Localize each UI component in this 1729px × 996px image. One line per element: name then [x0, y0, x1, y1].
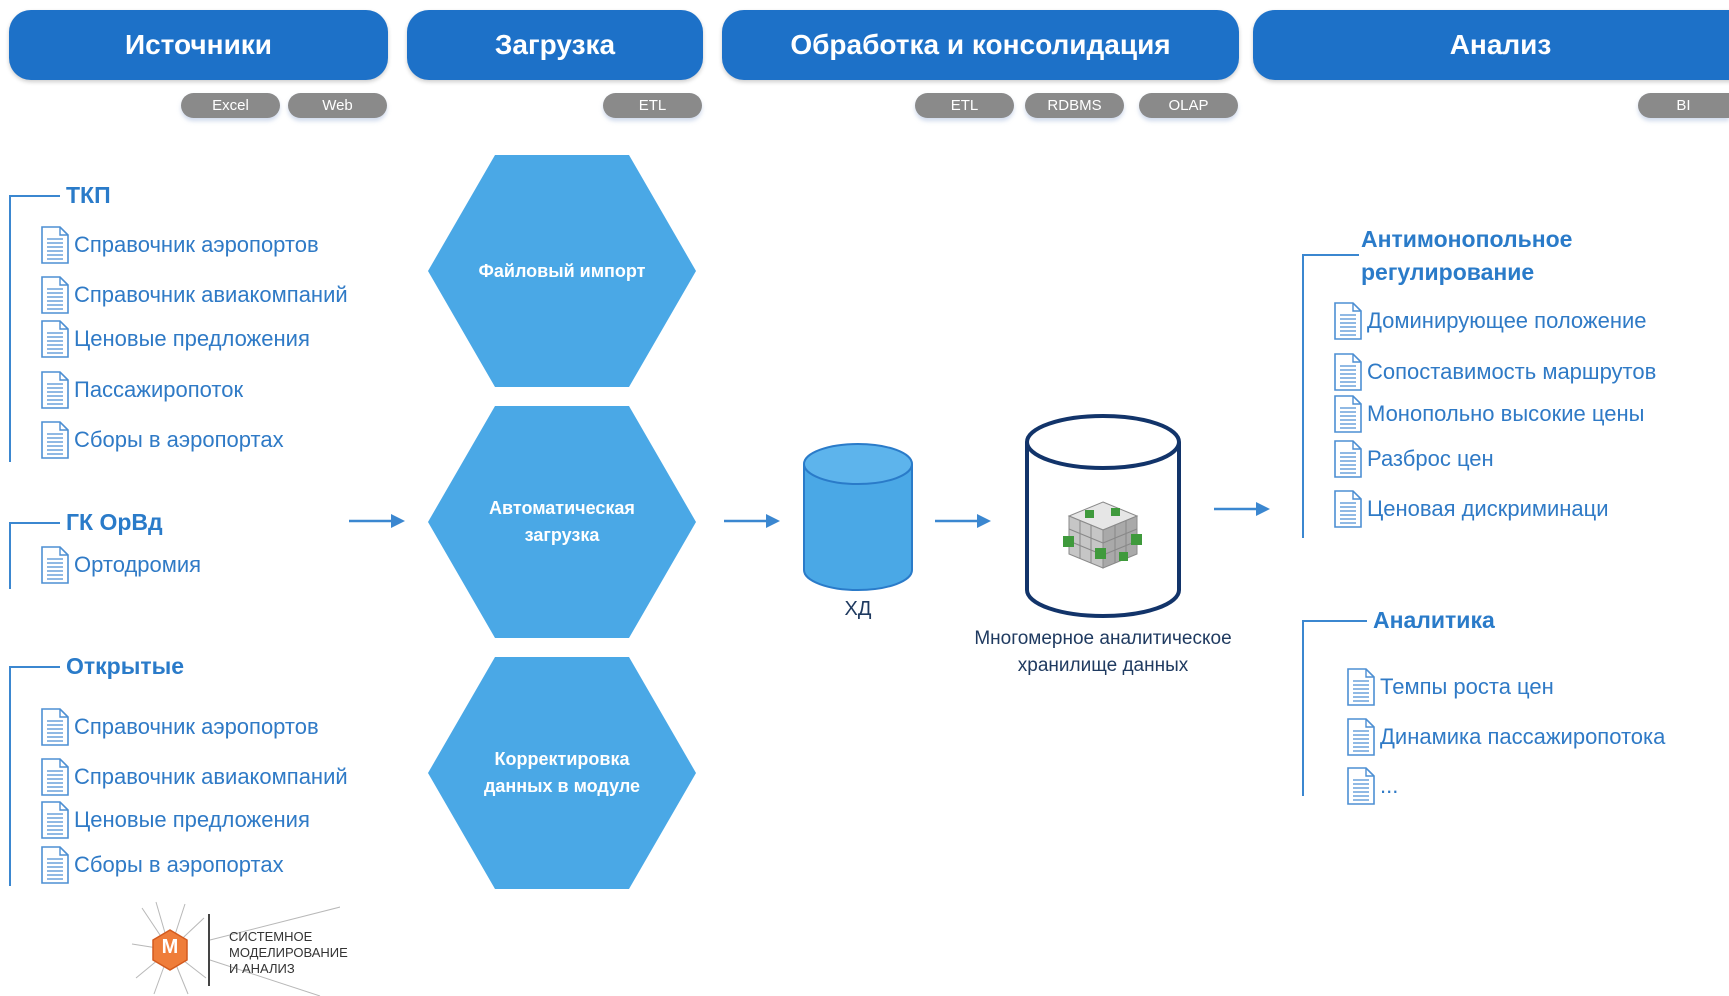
group-title-antimonopoly: Антимонопольное регулирование: [1361, 226, 1573, 285]
group-title-analytics: Аналитика: [1373, 607, 1495, 633]
document-icon: [41, 226, 69, 264]
document-icon: [1334, 302, 1362, 340]
source-item-label: Пассажиропоток: [74, 377, 244, 402]
analysis-item: Ценовая дискриминаци: [1333, 490, 1609, 528]
hex-manual-correction: Корректировка данных в модуле: [428, 657, 696, 889]
source-item-label: Ортодромия: [74, 552, 202, 577]
source-item: Справочник авиакомпаний: [40, 276, 348, 314]
company-logo: М СИСТЕМНОЕ МОДЕЛИРОВАНИЕ И АНАЛИЗ: [130, 900, 370, 996]
source-item: Ортодромия: [40, 546, 201, 584]
logo-emblem-icon: [131, 901, 340, 996]
analysis-item: Доминирующее положение: [1333, 302, 1647, 340]
source-item: Справочник аэропортов: [40, 708, 319, 746]
analysis-item-label: Монопольно высокие цены: [1367, 401, 1645, 426]
source-item: Справочник авиакомпаний: [40, 758, 348, 796]
hex-label: Автоматическая загрузка: [489, 498, 635, 545]
group-title-tkp: ТКП: [66, 182, 111, 208]
analysis-item: Темпы роста цен: [1346, 668, 1554, 706]
source-item: Сборы в аэропортах: [40, 421, 284, 459]
olap-storage-cylinder-icon: [1025, 414, 1181, 618]
olap-cube-icon: [1063, 501, 1142, 569]
document-icon: [41, 758, 69, 796]
data-warehouse-label: ХД: [844, 598, 872, 620]
data-warehouse-cylinder-icon: [803, 443, 913, 591]
group-bracket-gk-orvd: [9, 522, 60, 589]
analysis-item-label: Доминирующее положение: [1367, 308, 1647, 333]
document-icon: [41, 421, 69, 459]
analysis-item-label: Сопоставимость маршрутов: [1367, 359, 1657, 384]
source-item: Ценовые предложения: [40, 320, 310, 358]
analysis-item-label: Разброс цен: [1367, 446, 1494, 471]
document-icon: [1334, 395, 1362, 433]
analysis-item: ...: [1346, 767, 1398, 805]
hex-auto-load: Автоматическая загрузка: [428, 406, 696, 638]
document-icon: [41, 371, 69, 409]
document-icon: [1334, 440, 1362, 478]
document-icon: [41, 546, 69, 584]
arrow-loading-to-dw: [724, 514, 780, 528]
analysis-item-label: ...: [1380, 773, 1399, 798]
tag-olap: OLAP: [1139, 93, 1238, 118]
hex-label: Файловый импорт: [478, 260, 646, 281]
tag-web: Web: [288, 93, 387, 118]
document-icon: [41, 708, 69, 746]
source-item-label: Справочник авиакомпаний: [74, 764, 348, 789]
group-bracket-antimonopoly: [1302, 254, 1359, 538]
tag-etl-processing: ETL: [915, 93, 1014, 118]
source-item: Пассажиропоток: [40, 371, 243, 409]
hex-file-import: Файловый импорт: [428, 155, 696, 387]
arrow-olap-to-analysis: [1214, 502, 1270, 516]
analysis-item: Сопоставимость маршрутов: [1333, 353, 1656, 391]
document-icon: [1347, 767, 1375, 805]
analysis-item: Динамика пассажиропотока: [1346, 718, 1665, 756]
tag-rdbms: RDBMS: [1025, 93, 1124, 118]
source-item-label: Ценовые предложения: [74, 807, 310, 832]
logo-text-line: СИСТЕМНОЕ: [229, 929, 313, 944]
group-title-gk-orvd: ГК ОрВд: [66, 509, 163, 535]
source-item: Ценовые предложения: [40, 801, 310, 839]
header-processing: Обработка и консолидация: [722, 10, 1239, 80]
arrow-dw-to-olap: [935, 514, 991, 528]
source-item: Сборы в аэропортах: [40, 846, 284, 884]
source-item-label: Справочник аэропортов: [74, 232, 319, 257]
analysis-item: Монопольно высокие цены: [1333, 395, 1644, 433]
hex-label: Корректировка данных в модуле: [483, 749, 641, 796]
logo-text-line: МОДЕЛИРОВАНИЕ: [229, 945, 348, 960]
analysis-item: Разброс цен: [1333, 440, 1494, 478]
arrow-sources-to-loading: [349, 514, 405, 528]
document-icon: [41, 276, 69, 314]
source-item-label: Ценовые предложения: [74, 326, 310, 351]
source-item-label: Справочник авиакомпаний: [74, 282, 348, 307]
logo-letter: М: [161, 936, 179, 958]
document-icon: [41, 846, 69, 884]
logo-text: СИСТЕМНОЕ МОДЕЛИРОВАНИЕ И АНАЛИЗ: [229, 929, 348, 977]
group-title-open: Открытые: [66, 653, 185, 679]
document-icon: [1347, 668, 1375, 706]
analysis-item-label: Динамика пассажиропотока: [1380, 724, 1666, 749]
group-bracket-open: [9, 666, 60, 886]
source-item-label: Сборы в аэропортах: [74, 852, 284, 877]
source-item-label: Сборы в аэропортах: [74, 427, 284, 452]
source-item-label: Справочник аэропортов: [74, 714, 319, 739]
tag-bi: BI: [1638, 93, 1729, 118]
group-bracket-tkp: [9, 195, 60, 462]
header-sources: Источники: [9, 10, 388, 80]
header-analysis: Анализ: [1253, 10, 1729, 80]
document-icon: [1334, 353, 1362, 391]
document-icon: [41, 320, 69, 358]
document-icon: [1347, 718, 1375, 756]
logo-text-line: И АНАЛИЗ: [229, 961, 295, 976]
olap-storage-label: Многомерное аналитическое хранилище данн…: [974, 628, 1232, 676]
header-loading: Загрузка: [407, 10, 703, 80]
group-bracket-analytics: [1302, 620, 1367, 796]
tag-etl-loading: ETL: [603, 93, 702, 118]
tag-excel: Excel: [181, 93, 280, 118]
analysis-item-label: Темпы роста цен: [1380, 674, 1554, 699]
analysis-item-label: Ценовая дискриминаци: [1367, 496, 1609, 521]
document-icon: [41, 801, 69, 839]
document-icon: [1334, 490, 1362, 528]
source-item: Справочник аэропортов: [40, 226, 319, 264]
